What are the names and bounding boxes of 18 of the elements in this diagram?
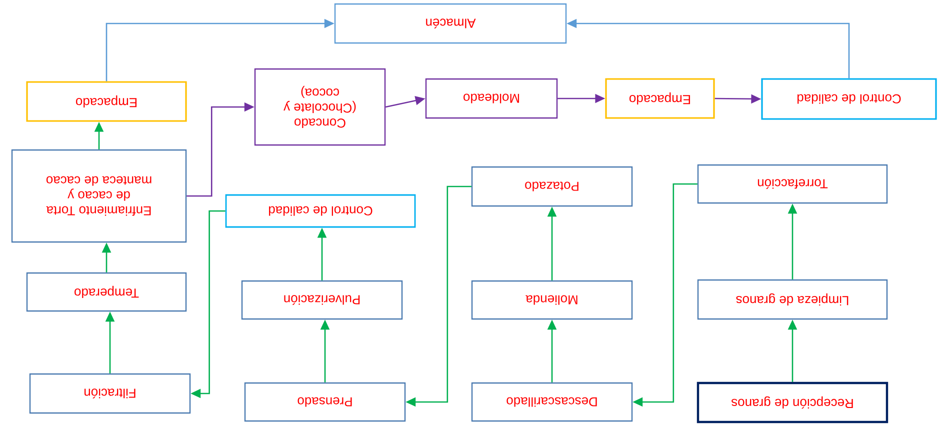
process-box: Concado (Chocolate y cocoa) [254, 68, 386, 146]
process-box: Enfriamiento Torta de cacao y manteca de cacao [11, 149, 187, 243]
process-box: Recepción de granos [696, 382, 888, 424]
process-box: Empacado [605, 78, 715, 119]
process-box: Potazado [471, 166, 633, 207]
process-box: Filtración [29, 373, 191, 414]
process-box: Torrefacción [697, 164, 888, 204]
process-box: Moldeado [425, 78, 558, 119]
process-box: Descascarillado [471, 382, 633, 422]
process-box: Prensado [244, 382, 406, 422]
process-box: Control de calidad [225, 194, 416, 228]
process-box: Pulverización [241, 280, 403, 320]
process-box: Almacén [334, 3, 567, 44]
process-box: Molienda [471, 280, 633, 320]
process-box: Control de calidad [761, 78, 937, 120]
process-box: Temperado [26, 272, 187, 312]
process-box: Limpieza de granos [697, 279, 888, 320]
process-box: Empacado [26, 81, 187, 122]
